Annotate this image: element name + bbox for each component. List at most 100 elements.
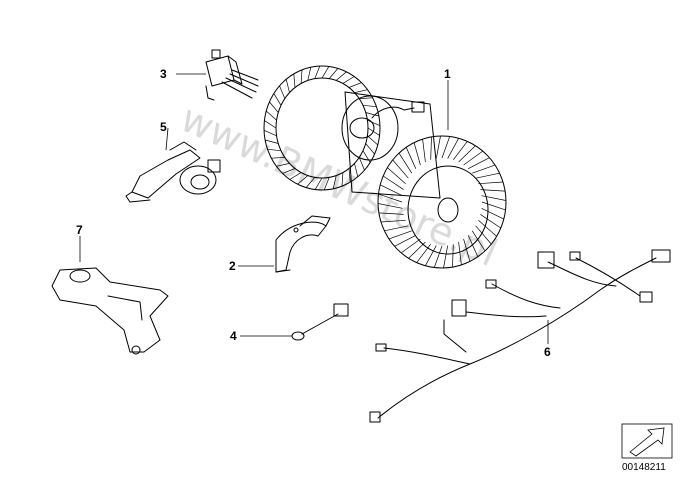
fan-vane xyxy=(282,168,296,174)
fan-vane xyxy=(341,172,344,187)
callout-5: 5 xyxy=(160,120,167,134)
fan-vane xyxy=(380,219,406,223)
fan-vane xyxy=(413,142,421,166)
reference-box: 00148211 xyxy=(621,423,673,473)
fan-vane xyxy=(377,203,403,209)
servo-actuator-part[interactable] xyxy=(125,141,221,203)
fan-vane xyxy=(365,143,375,155)
reference-number: 00148211 xyxy=(622,462,666,473)
fan-vane xyxy=(447,138,459,159)
callout-6: 6 xyxy=(544,345,551,359)
fan-vane xyxy=(383,175,404,190)
fan-vane xyxy=(264,120,277,129)
fan-vane xyxy=(348,168,351,183)
fan-vane xyxy=(380,184,403,197)
fan-vane xyxy=(441,136,451,159)
fan-vane xyxy=(321,66,330,79)
callout-4: 4 xyxy=(230,329,237,343)
holder-part[interactable] xyxy=(51,267,169,355)
fan-vane xyxy=(267,148,282,152)
sensor-part[interactable] xyxy=(291,303,349,341)
fan-vane xyxy=(279,85,286,99)
fan-vane xyxy=(475,172,500,179)
fan-vane xyxy=(463,150,484,166)
fan-vane xyxy=(362,104,377,108)
fan-vane xyxy=(276,163,290,167)
fan-vane xyxy=(398,152,413,174)
wiring-harness-part[interactable] xyxy=(369,249,671,423)
fan-vane xyxy=(408,241,426,259)
fan-vane xyxy=(463,238,471,262)
fan-vane xyxy=(468,157,490,170)
fan-vane xyxy=(269,101,279,113)
callout-7: 7 xyxy=(76,223,83,237)
fan-vane xyxy=(378,212,404,215)
arrow-icon xyxy=(629,427,665,457)
fan-vane xyxy=(467,235,479,257)
fan-vane xyxy=(289,172,302,180)
fan-vane xyxy=(332,175,337,189)
fan-vane xyxy=(367,127,380,136)
fan-vane xyxy=(480,189,506,192)
fan-vane xyxy=(335,71,347,81)
fan-vane xyxy=(342,76,355,84)
fan-vane xyxy=(273,93,282,106)
fan-vane xyxy=(367,119,381,127)
fan-vane xyxy=(481,195,507,201)
bracket-part[interactable] xyxy=(275,215,331,273)
fan-vane xyxy=(430,136,432,160)
fan-vane xyxy=(263,129,277,137)
fan-vane xyxy=(478,181,504,185)
fan-vane xyxy=(362,150,371,163)
fan-vane xyxy=(359,97,373,99)
fan-vane xyxy=(354,163,359,177)
fan-vane xyxy=(367,135,379,146)
fan-vane xyxy=(480,214,501,229)
fan-vane xyxy=(265,110,277,121)
fan-vane xyxy=(452,244,454,268)
fan-vane xyxy=(458,241,462,265)
watermark-text: www.BMWstore.pl xyxy=(174,96,504,275)
fan-vane xyxy=(384,225,409,232)
fan-vane xyxy=(388,230,412,240)
fan-vane xyxy=(481,201,506,211)
callout-1: 1 xyxy=(444,67,451,81)
callout-2: 2 xyxy=(229,259,236,273)
fan-vane xyxy=(358,157,365,171)
fan-vane xyxy=(475,225,492,245)
blower-motor-part[interactable] xyxy=(263,65,507,269)
fan-vane xyxy=(348,82,362,88)
fan-vane xyxy=(416,243,431,263)
fan-vane xyxy=(392,159,409,179)
fan-vane xyxy=(305,177,316,188)
resistor-part[interactable] xyxy=(205,49,259,101)
fan-vane xyxy=(400,238,421,254)
fan-vane xyxy=(472,164,496,174)
fan-vane xyxy=(394,234,416,247)
fan-vane xyxy=(365,112,379,117)
fan-vane xyxy=(314,65,321,79)
fan-vane xyxy=(265,139,279,144)
fan-vane xyxy=(443,245,449,269)
fan-vane xyxy=(478,220,497,237)
fan-vane xyxy=(422,139,426,163)
fan-vane xyxy=(433,245,443,268)
fan-vane xyxy=(354,89,368,93)
callout-3: 3 xyxy=(160,67,167,81)
fan-vane xyxy=(481,207,504,220)
fan-vane xyxy=(435,135,441,159)
fan-vane xyxy=(378,193,403,203)
fan-vane xyxy=(328,68,339,79)
fan-vane xyxy=(405,147,417,169)
fan-vane xyxy=(293,73,296,88)
fan-vane xyxy=(425,245,437,266)
fan-vane xyxy=(314,177,323,190)
fan-vane xyxy=(458,145,476,163)
fan-vane xyxy=(387,167,406,184)
fan-vane xyxy=(300,69,303,84)
fan-vane xyxy=(297,175,309,185)
fan-vane xyxy=(307,67,312,81)
fan-vane xyxy=(453,141,468,161)
fan-vane xyxy=(323,177,330,191)
